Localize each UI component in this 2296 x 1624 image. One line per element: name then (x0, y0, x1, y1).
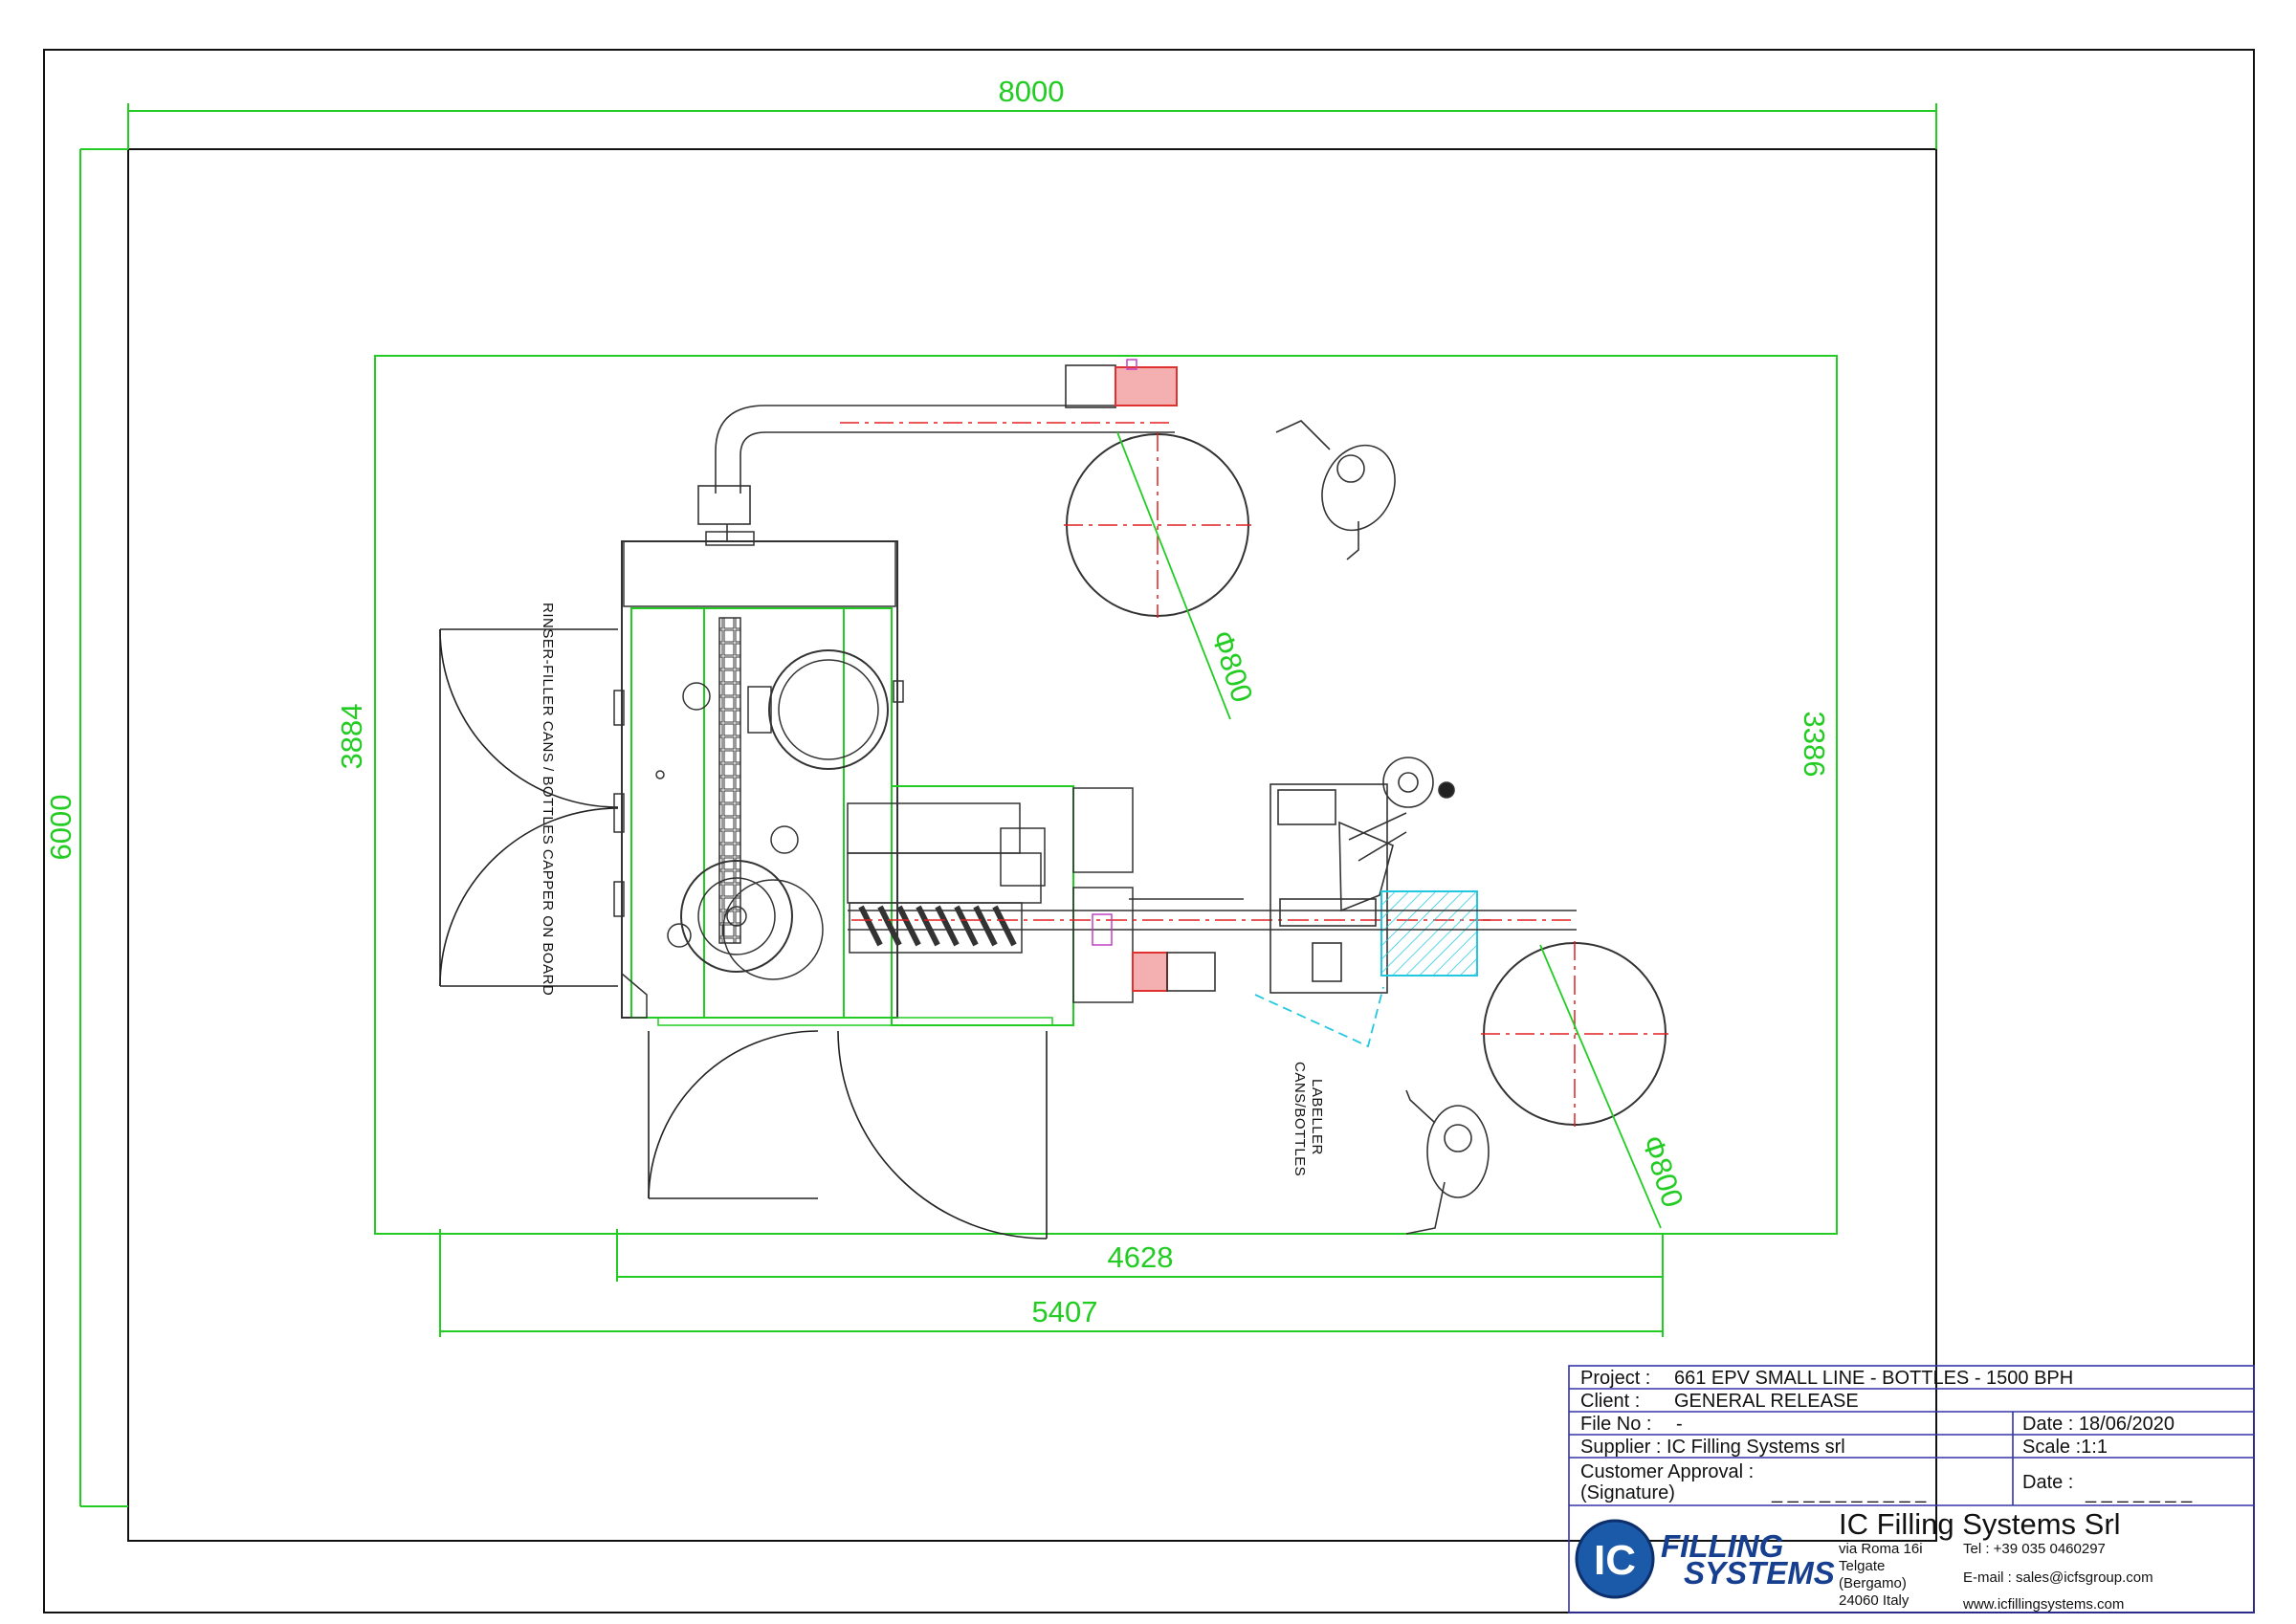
logo-mark: IC (1594, 1537, 1636, 1584)
address-line2: Telgate (1839, 1558, 1885, 1574)
title-block-frame (1568, 1365, 2255, 1613)
supplier-value: Supplier : IC Filling Systems srl (1580, 1437, 1845, 1458)
company-logo: IC FILLING SYSTEMS (1575, 1519, 1835, 1599)
client-label: Client : (1580, 1391, 1640, 1412)
website: www.icfillingsystems.com (1962, 1596, 2124, 1613)
door-swings-bottom (648, 1030, 1048, 1240)
file-value: - (1676, 1414, 1683, 1435)
labeller-label-line2: CANS/BOTTLES (1292, 1062, 1308, 1176)
dim-8000: 8000 (999, 75, 1065, 108)
address-line1: via Roma 16i (1839, 1541, 1923, 1557)
approval-label: Customer Approval : (1580, 1461, 1754, 1482)
project-value: 661 EPV SMALL LINE - BOTTLES - 1500 BPH (1674, 1368, 2073, 1389)
operator-lower (1405, 1089, 1490, 1235)
rinser-filler-machine (613, 531, 1074, 1026)
dim-3386: 3386 (1798, 712, 1831, 778)
phone: Tel : +39 035 0460297 (1963, 1541, 2106, 1557)
address-line4: 24060 Italy (1839, 1592, 1910, 1609)
client-value: GENERAL RELEASE (1674, 1391, 1859, 1412)
table-lower (1481, 941, 1668, 1229)
infeed-conveyor (847, 787, 1244, 1003)
outfeed-conveyor (1244, 910, 1577, 931)
date-value: Date : 18/06/2020 (2022, 1414, 2175, 1435)
operator-upper (1275, 420, 1396, 560)
approval-date-blank: _ _ _ _ _ _ _ (2085, 1482, 2193, 1503)
dimension-lines (79, 103, 1937, 1507)
sheet-border-outer (43, 49, 2255, 1613)
door-swings-left (439, 628, 619, 987)
email: E-mail : sales@icfsgroup.com (1963, 1569, 2153, 1586)
labeller-machine (1269, 757, 1455, 994)
address-line3: (Bergamo) (1839, 1575, 1907, 1591)
approval-date-label: Date : (2022, 1472, 2073, 1493)
labeller-swing-zone (1254, 986, 1384, 1048)
dim-3884: 3884 (335, 704, 368, 770)
dim-5407: 5407 (1032, 1295, 1098, 1328)
table-upper-diameter: Φ800 (1205, 626, 1260, 707)
upper-drive-motor (1065, 359, 1178, 408)
approval-signature: (Signature) (1580, 1482, 1675, 1503)
dim-4628: 4628 (1108, 1240, 1174, 1274)
sheet-border-inner (127, 148, 1937, 1542)
logo-line1: FILLING (1661, 1528, 1783, 1564)
approval-blank: _ _ _ _ _ _ _ _ _ _ (1771, 1482, 1927, 1503)
table-upper (1064, 431, 1251, 720)
upper-conveyor (697, 405, 1175, 541)
project-label: Project : (1580, 1368, 1650, 1389)
rinser-filler-label: RINSER-FILLER CANS / BOTTLES CAPPER ON B… (540, 603, 556, 996)
table-lower-diameter: Φ800 (1636, 1131, 1690, 1212)
lower-drive-motor (1092, 913, 1216, 992)
labeller-label-line1: LABELLER (1309, 1079, 1325, 1155)
dim-6000: 6000 (44, 795, 77, 861)
logo-line2: SYSTEMS (1684, 1555, 1835, 1591)
file-label: File No : (1580, 1414, 1651, 1435)
scale-value: Scale :1:1 (2022, 1437, 2108, 1458)
labeller-guard (1380, 890, 1478, 977)
company-name: IC Filling Systems Srl (1839, 1507, 2121, 1541)
